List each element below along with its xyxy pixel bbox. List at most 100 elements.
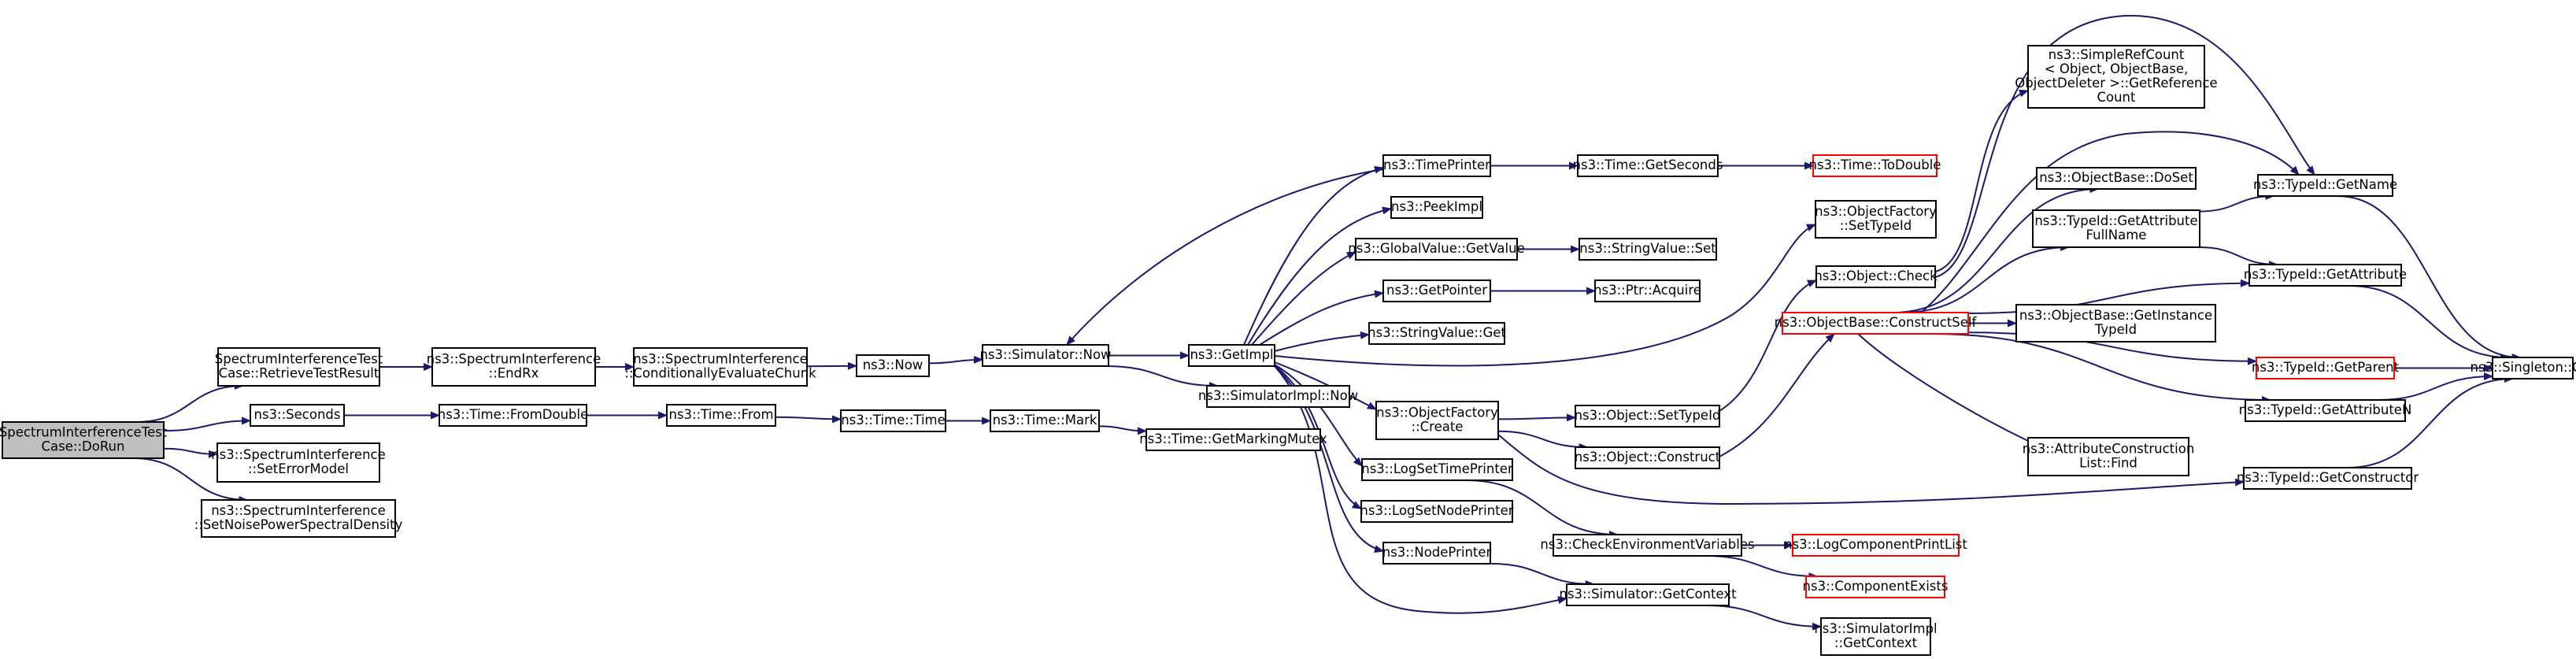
- node-fromdouble[interactable]: ns3::Time::FromDouble: [438, 404, 589, 427]
- node-box: [633, 347, 808, 387]
- edge-timeprinter-to-simnow: [1066, 168, 1384, 346]
- node-box: [217, 347, 380, 387]
- node-label: ns3::SimulatorImpl::Now: [1198, 388, 1358, 403]
- edge-getattribute-to-singletonget: [2348, 285, 2510, 361]
- node-timefrom[interactable]: ns3::Time::From: [666, 404, 776, 427]
- node-timetime[interactable]: ns3::Time::Time: [840, 409, 946, 432]
- node-label: ns3::Object::Check: [1814, 268, 1938, 283]
- node-getname[interactable]: ns3::TypeId::GetName: [2253, 174, 2397, 197]
- node-getseconds[interactable]: ns3::Time::GetSeconds: [1573, 154, 1723, 177]
- node-todouble[interactable]: ns3::Time::ToDouble: [1808, 154, 1941, 177]
- node-box: [431, 347, 596, 387]
- node-simgetcontext[interactable]: ns3::Simulator::GetContext: [1559, 583, 1737, 606]
- node-box: [2248, 264, 2402, 287]
- node-logcompprint[interactable]: ns3::LogComponentPrintList: [1784, 534, 1967, 557]
- node-label: TypeId: [2094, 322, 2137, 337]
- node-label: Case::DoRun: [42, 439, 125, 454]
- node-now[interactable]: ns3::Now: [856, 354, 930, 377]
- node-objconstruct[interactable]: ns3::Object::Construct: [1575, 446, 1721, 469]
- node-strvalget[interactable]: ns3::StringValue::Get: [1368, 322, 1506, 345]
- node-label: ns3::Singleton::Get: [2471, 360, 2576, 375]
- node-retrieve[interactable]: SpectrumInterferenceTestCase::RetrieveTe…: [215, 347, 383, 387]
- node-setnoise[interactable]: ns3::SpectrumInterference::SetNoisePower…: [194, 499, 403, 538]
- node-label: ns3::PeekImpl: [1391, 199, 1482, 214]
- node-logsetnode[interactable]: ns3::LogSetNodePrinter: [1360, 500, 1514, 523]
- node-label: ns3::SimulatorImpl: [1814, 621, 1937, 636]
- node-label: Count: [2097, 90, 2136, 105]
- node-checkenv[interactable]: ns3::CheckEnvironmentVariables: [1540, 534, 1755, 557]
- node-label: ns3::GlobalValue::GetValue: [1348, 241, 1524, 256]
- node-label: ns3::Object::SetTypeId: [1575, 408, 1721, 423]
- node-label: ::GetContext: [1834, 635, 1918, 650]
- node-getattribute[interactable]: ns3::TypeId::GetAttribute: [2244, 264, 2407, 287]
- edge-constructself-to-getattrn: [1930, 333, 2271, 404]
- node-timemark[interactable]: ns3::Time::Mark: [990, 409, 1100, 432]
- node-label: SpectrumInterferenceTest: [0, 425, 168, 440]
- node-refcount[interactable]: ns3::SimpleRefCount< Object, ObjectBase,…: [2015, 45, 2218, 109]
- node-box: [1368, 322, 1505, 345]
- node-label: ns3::StringValue::Get: [1368, 325, 1506, 340]
- node-box: [2257, 174, 2393, 197]
- node-label: ns3::ObjectFactory: [1376, 405, 1498, 420]
- node-layer: SpectrumInterferenceTestCase::DoRunSpect…: [0, 45, 2576, 656]
- node-label: ns3::GetPointer: [1386, 283, 1487, 298]
- node-getconstructor[interactable]: ns3::TypeId::GetConstructor: [2237, 467, 2419, 490]
- node-label: < Object, ObjectBase,: [2045, 61, 2188, 76]
- node-timeprinter[interactable]: ns3::TimePrinter: [1382, 154, 1491, 177]
- node-box: [1382, 154, 1491, 177]
- node-label: SpectrumInterferenceTest: [215, 352, 383, 367]
- node-box: [1360, 500, 1513, 523]
- node-ptracquire[interactable]: ns3::Ptr::Acquire: [1593, 280, 1701, 302]
- node-gvgetvalue[interactable]: ns3::GlobalValue::GetValue: [1348, 238, 1525, 261]
- node-compexists[interactable]: ns3::ComponentExists: [1803, 576, 1949, 598]
- node-seconds[interactable]: ns3::Seconds: [250, 404, 345, 427]
- node-box: [1575, 446, 1720, 469]
- edge-objcheck-to-getname: [1934, 14, 2315, 278]
- node-endrx[interactable]: ns3::SpectrumInterference::EndRx: [427, 347, 601, 387]
- node-label: Case::RetrieveTestResult: [219, 366, 379, 381]
- node-label: ns3::LogSetTimePrinter: [1361, 461, 1513, 476]
- node-strvalset[interactable]: ns3::StringValue::Set: [1579, 238, 1717, 261]
- node-constructself[interactable]: ns3::ObjectBase::ConstructSelf: [1775, 312, 1978, 335]
- node-simimplnow[interactable]: ns3::SimulatorImpl::Now: [1198, 385, 1358, 408]
- node-box: [2, 421, 165, 459]
- edge-checkenv-to-compexists: [1705, 555, 1819, 580]
- edge-root-to-setnoise: [132, 457, 249, 504]
- edge-getname-to-singletonget: [2337, 195, 2522, 361]
- node-box: [2256, 357, 2395, 379]
- node-ofsettypeid[interactable]: ns3::ObjectFactory::SetTypeId: [1815, 200, 1937, 239]
- node-getparent[interactable]: ns3::TypeId::GetParent: [2252, 357, 2400, 379]
- node-label: ns3::SpectrumInterference: [211, 503, 386, 518]
- node-getimpl[interactable]: ns3::GetImpl: [1188, 344, 1275, 367]
- node-logsettime[interactable]: ns3::LogSetTimePrinter: [1361, 458, 1513, 481]
- node-label: ns3::ObjectFactory: [1815, 204, 1937, 219]
- node-seterror[interactable]: ns3::SpectrumInterference::SetErrorModel: [211, 442, 386, 483]
- node-box: [201, 499, 396, 538]
- node-box: [217, 442, 380, 483]
- node-objsettypeid[interactable]: ns3::Object::SetTypeId: [1575, 405, 1721, 428]
- node-label: ns3::Time::GetMarkingMutex: [1139, 431, 1327, 446]
- node-box: [2245, 399, 2406, 422]
- node-condeval[interactable]: ns3::SpectrumInterference::Conditionally…: [624, 347, 816, 387]
- node-singletonget[interactable]: ns3::Singleton::Get: [2471, 357, 2576, 379]
- node-getpointer[interactable]: ns3::GetPointer: [1382, 280, 1491, 302]
- node-label: ::SetTypeId: [1840, 218, 1912, 233]
- node-objcheck[interactable]: ns3::Object::Check: [1814, 265, 1938, 288]
- node-ofcreate[interactable]: ns3::ObjectFactory::Create: [1375, 401, 1499, 440]
- node-simnow[interactable]: ns3::Simulator::Now: [979, 344, 1112, 367]
- node-getattrn[interactable]: ns3::TypeId::GetAttributeN: [2239, 399, 2412, 422]
- node-box: [666, 404, 776, 427]
- node-nodeprinter[interactable]: ns3::NodePrinter: [1382, 542, 1492, 565]
- node-box: [250, 404, 345, 427]
- node-label: ::SetNoisePowerSpectralDensity: [194, 517, 403, 532]
- node-doset[interactable]: ns3::ObjectBase::DoSet: [2036, 167, 2197, 190]
- node-simimplctx[interactable]: ns3::SimulatorImpl::GetContext: [1814, 617, 1938, 656]
- node-box: [1146, 428, 1321, 451]
- node-label: ns3::Time::From: [668, 407, 773, 422]
- node-markingmutex[interactable]: ns3::Time::GetMarkingMutex: [1139, 428, 1327, 451]
- node-peekimpl[interactable]: ns3::PeekImpl: [1390, 196, 1483, 219]
